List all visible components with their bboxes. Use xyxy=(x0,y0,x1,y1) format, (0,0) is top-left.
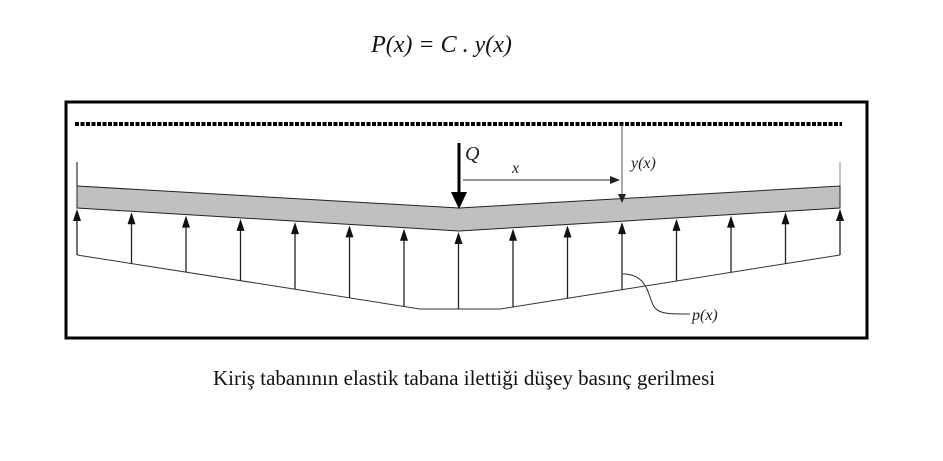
caption: Kiriş tabanının elastik tabana ilettiği … xyxy=(213,366,716,390)
reaction-arrow-head xyxy=(291,222,299,235)
reaction-arrow-head xyxy=(618,222,626,235)
reaction-arrow-head xyxy=(781,212,790,225)
reaction-arrow-head xyxy=(236,218,245,231)
pressure-baseline xyxy=(76,254,841,310)
formula: P(x) = C . y(x) xyxy=(371,32,512,58)
reaction-arrow-head xyxy=(727,215,735,228)
pressure-leader xyxy=(622,273,691,315)
reaction-arrow-head xyxy=(509,228,517,241)
reaction-arrow-head xyxy=(400,228,408,241)
load-arrow-head xyxy=(451,192,467,209)
reaction-arrow-head xyxy=(836,209,844,221)
reaction-arrow-head xyxy=(563,225,572,238)
reaction-arrow-head xyxy=(73,209,81,221)
deflection-label: y(x) xyxy=(629,155,656,172)
pressure-label: p(x) xyxy=(691,307,718,324)
reaction-arrows xyxy=(73,209,844,309)
diagram-frame xyxy=(64,100,869,340)
load-label: Q xyxy=(465,143,480,165)
reaction-arrow-head xyxy=(127,212,136,225)
reaction-arrow-head xyxy=(182,215,190,228)
reaction-arrow-head xyxy=(454,231,463,244)
reaction-arrow-head xyxy=(672,218,681,231)
reaction-arrow-head xyxy=(345,225,354,238)
distance-label: x xyxy=(511,160,519,177)
